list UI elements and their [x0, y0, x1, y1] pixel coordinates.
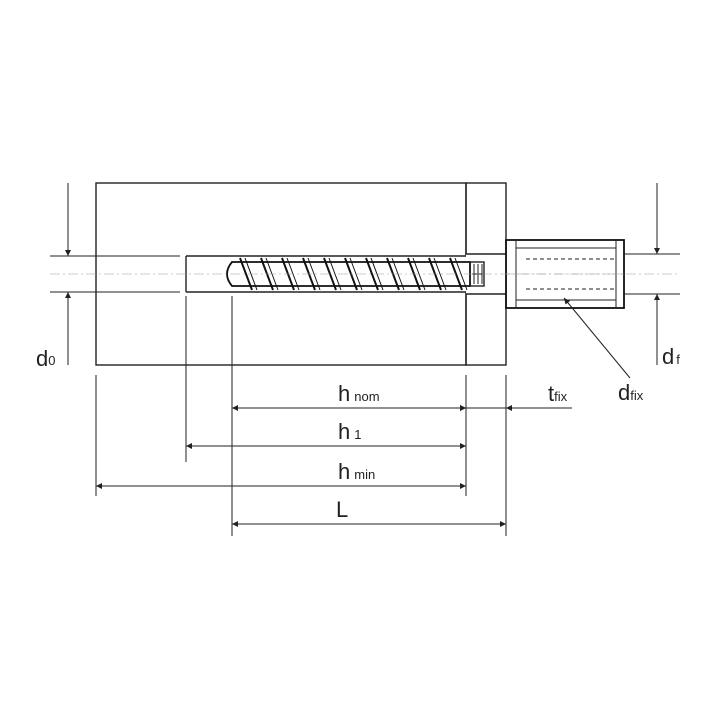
L-dimension: L: [232, 497, 506, 527]
thread-flight: [365, 257, 379, 291]
thread-flight: [239, 257, 253, 291]
thread-flight-edge: [307, 257, 321, 291]
dfix-leader: dfix: [563, 297, 644, 405]
d0-dimension: d0: [36, 183, 180, 371]
thread-flight-edge: [433, 257, 447, 291]
tfix-dimension: tfix: [440, 381, 572, 411]
d0-label: d0: [36, 346, 55, 371]
tfix-label: tfix: [548, 381, 568, 406]
dfix-label: dfix: [618, 380, 644, 405]
L-label: L: [336, 497, 348, 522]
screw-anchor: [226, 257, 485, 291]
extension-lines: [95, 296, 507, 536]
